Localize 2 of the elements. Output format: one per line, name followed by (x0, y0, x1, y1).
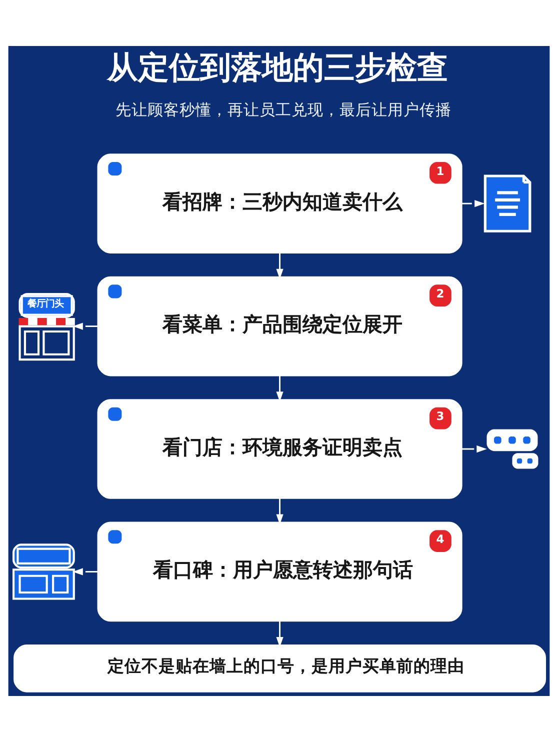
diagram-title: 从定位到落地的三步检查 (106, 50, 448, 86)
label: 先让顾客秒懂，再让员工兑现，最后让用户传播 (115, 101, 452, 120)
